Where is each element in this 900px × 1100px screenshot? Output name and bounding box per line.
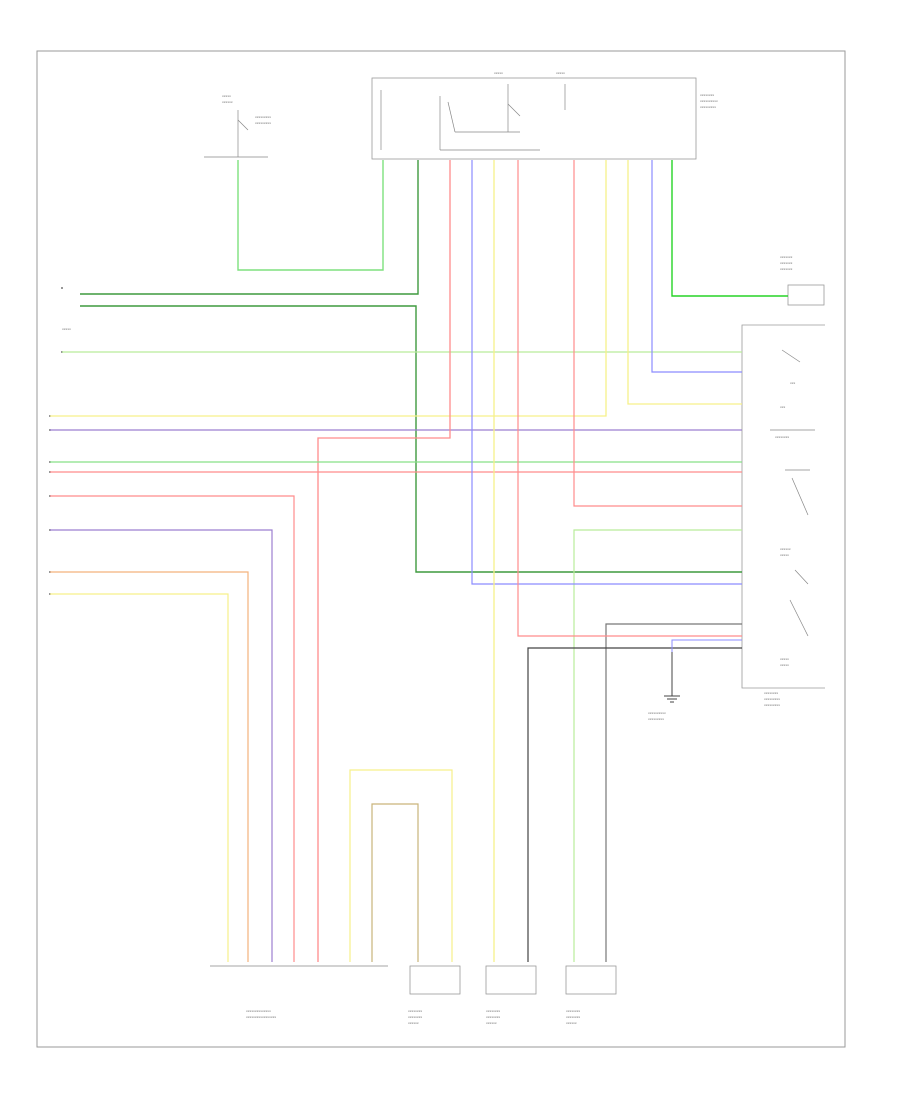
right-upper-component: xxxxxxx xxxxxxx xxxxxxx bbox=[780, 255, 825, 306]
svg-text:xxxxxxxx: xxxxxxxx bbox=[700, 93, 714, 97]
bottom-ecm: xxxxxxxxxxxxxx xxxxxxxxxxxxxxxxx bbox=[210, 965, 388, 1019]
wire-yellow-594 bbox=[50, 593, 229, 962]
wire-green-top-sensor bbox=[237, 160, 384, 271]
svg-text:xxxxxxxx: xxxxxxxx bbox=[764, 691, 778, 695]
svg-text:xxx: xxx bbox=[780, 405, 786, 409]
svg-text:xxxxxx: xxxxxx bbox=[780, 547, 791, 551]
wire-darkgreen-1 bbox=[80, 160, 419, 295]
wire-tan-loop bbox=[371, 803, 419, 962]
svg-text:xxxxxxxx: xxxxxxxx bbox=[408, 1009, 422, 1013]
svg-text:xxxxxxxxx: xxxxxxxxx bbox=[700, 105, 716, 109]
wire-gray-624 bbox=[605, 623, 742, 962]
wire-yellow-416 bbox=[50, 160, 607, 417]
svg-text:xxxxxxxxx: xxxxxxxxx bbox=[764, 703, 780, 707]
svg-text:xxx: xxx bbox=[790, 381, 796, 385]
diagram-border bbox=[36, 50, 846, 1048]
top-sensor: xxxxx xxxxxx xxxxxxxxx xxxxxxxxx bbox=[204, 94, 271, 158]
wire-darkgreen-2 bbox=[80, 305, 742, 573]
svg-text:xxxxx: xxxxx bbox=[494, 71, 503, 75]
svg-text:xxxxxx: xxxxxx bbox=[566, 1021, 577, 1025]
bottom-sensor-3: xxxxxxxx xxxxxxxx xxxxxx bbox=[565, 965, 617, 1025]
wire-red-636 bbox=[517, 160, 742, 637]
svg-text:xxxxxxxxx: xxxxxxxxx bbox=[255, 121, 271, 125]
svg-text:xxxxx: xxxxx bbox=[780, 657, 789, 661]
wire-blue-640 bbox=[671, 639, 742, 652]
svg-text:xxxxxxx: xxxxxxx bbox=[780, 267, 793, 271]
wire-red-506 bbox=[573, 160, 742, 507]
svg-text:xxxxx: xxxxx bbox=[780, 663, 789, 667]
wire-green-right-upper bbox=[671, 160, 788, 297]
svg-text:xxxxxxxx: xxxxxxxx bbox=[566, 1015, 580, 1019]
svg-text:xxxxxxxx: xxxxxxxx bbox=[566, 1009, 580, 1013]
svg-text:xxxxxx: xxxxxx bbox=[222, 100, 233, 104]
wire-black-648 bbox=[527, 647, 742, 962]
wire-red-496 bbox=[50, 495, 295, 962]
bottom-sensor-1: xxxxxxxx xxxxxxxx xxxxxx bbox=[408, 965, 461, 1025]
wire-blue-372 bbox=[651, 160, 742, 373]
wire-orange-572 bbox=[50, 571, 249, 962]
wire-blue-584 bbox=[471, 160, 742, 585]
svg-text:xxxxxxxxxx: xxxxxxxxxx bbox=[700, 99, 718, 103]
top-control-module: xxxxx xxxxx xxxxxxxx xxxxxxxxxx xxxxxxxx… bbox=[371, 71, 718, 160]
svg-text:xxxxxxxxxxxxxx: xxxxxxxxxxxxxx bbox=[246, 1009, 271, 1013]
ground-symbol: xxxxxxxxxx xxxxxxxxx bbox=[648, 652, 680, 721]
wire-red-top-down bbox=[317, 160, 451, 962]
svg-text:xxxxxxxx: xxxxxxxx bbox=[486, 1015, 500, 1019]
left-connector: xxxxx bbox=[49, 287, 71, 595]
right-control-module: xxx xxx xxxxxxxx xxxxxx xxxxx xxxxx xxxx… bbox=[741, 324, 825, 707]
svg-text:xxxxxxxxx: xxxxxxxxx bbox=[764, 697, 780, 701]
bottom-sensor-2: xxxxxxxx xxxxxxxx xxxxxx bbox=[485, 965, 537, 1025]
svg-text:xxxxxxxxxxxxxxxxx: xxxxxxxxxxxxxxxxx bbox=[246, 1015, 276, 1019]
svg-text:xxxxxxxx: xxxxxxxx bbox=[775, 435, 789, 439]
svg-text:xxxxxxxx: xxxxxxxx bbox=[408, 1015, 422, 1019]
wire-yellow-loop bbox=[349, 769, 453, 962]
svg-text:xxxxx: xxxxx bbox=[222, 94, 231, 98]
svg-text:xxxxxxxxx: xxxxxxxxx bbox=[648, 717, 664, 721]
svg-text:xxxxxxxxx: xxxxxxxxx bbox=[255, 115, 271, 119]
svg-text:xxxxx: xxxxx bbox=[62, 327, 71, 331]
svg-text:xxxxxx: xxxxxx bbox=[486, 1021, 497, 1025]
svg-text:xxxxxxxx: xxxxxxxx bbox=[486, 1009, 500, 1013]
svg-text:xxxxx: xxxxx bbox=[556, 71, 565, 75]
wire-yellow-404 bbox=[627, 160, 742, 405]
svg-text:xxxxxxx: xxxxxxx bbox=[780, 261, 793, 265]
svg-text:xxxxxxx: xxxxxxx bbox=[780, 255, 793, 259]
svg-text:xxxxx: xxxxx bbox=[780, 553, 789, 557]
wire-purple-530 bbox=[50, 529, 273, 962]
svg-text:xxxxxx: xxxxxx bbox=[408, 1021, 419, 1025]
wire-green-530 bbox=[573, 529, 742, 962]
svg-text:xxxxxxxxxx: xxxxxxxxxx bbox=[648, 711, 666, 715]
